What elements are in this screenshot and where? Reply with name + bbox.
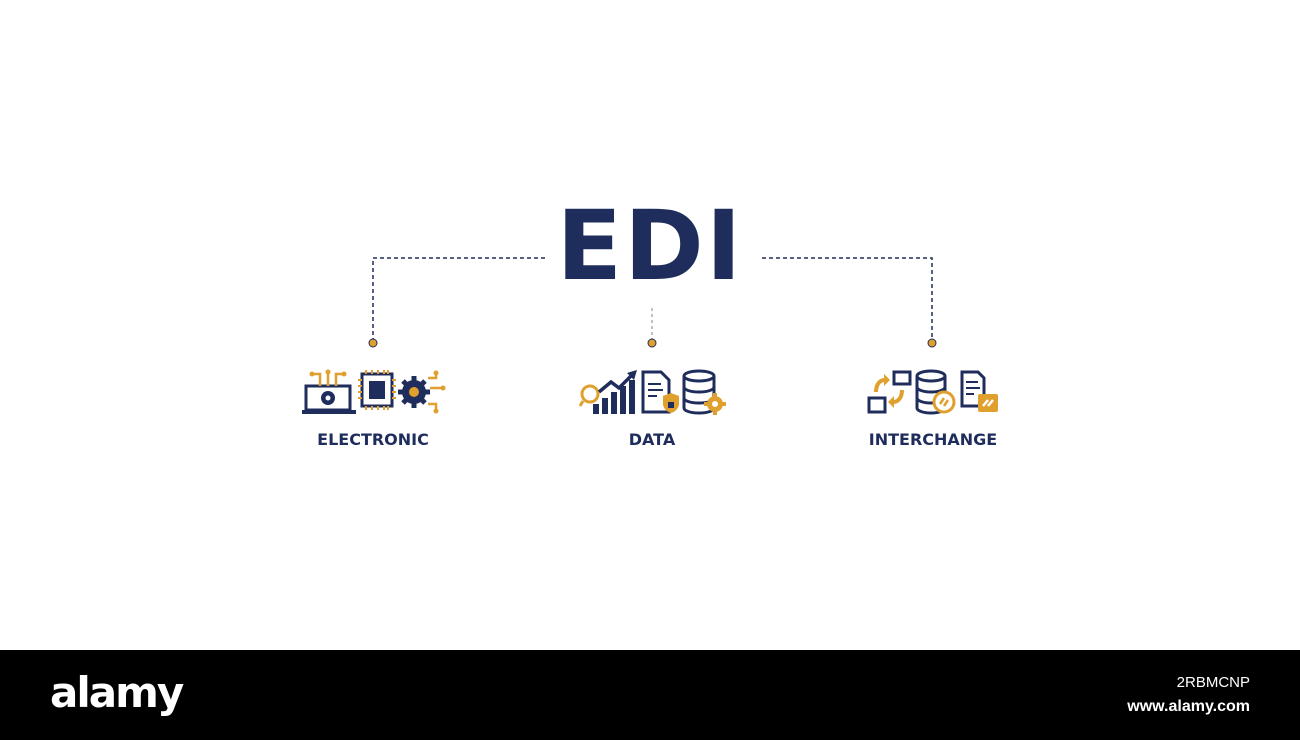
diagram-canvas: EDI [300, 190, 1000, 449]
electronic-icon-group [300, 366, 446, 418]
watermark-footer: alamy 2RBMCNP www.alamy.com [0, 650, 1300, 740]
document-exchange-icon [960, 370, 998, 412]
right-connector [762, 257, 933, 340]
laptop-gear-icon [302, 369, 356, 414]
exchange-arrows-icon [867, 370, 912, 414]
database-exchange-icon [915, 369, 956, 415]
connector-lines [368, 257, 937, 348]
secure-document-icon [641, 370, 679, 414]
connector-dot-data [647, 338, 657, 348]
gear-circuit-icon [398, 370, 446, 414]
label-electronic: ELECTRONIC [317, 430, 429, 449]
interchange-icon-group [866, 366, 1000, 418]
label-interchange: INTERCHANGE [868, 430, 998, 449]
bar-chart-growth-icon [579, 370, 637, 414]
site-url: www.alamy.com [1127, 698, 1250, 715]
label-data: DATA [628, 430, 676, 449]
image-id: 2RBMCNP [1176, 674, 1250, 691]
connector-dot-electronic [368, 338, 378, 348]
connector-dot-interchange [927, 338, 937, 348]
microchip-icon [358, 370, 396, 410]
left-connector [372, 257, 545, 340]
diagram-title: EDI [556, 190, 744, 302]
brand-logo: alamy [50, 668, 184, 717]
database-gear-icon [682, 369, 726, 415]
data-icon-group [579, 366, 727, 418]
